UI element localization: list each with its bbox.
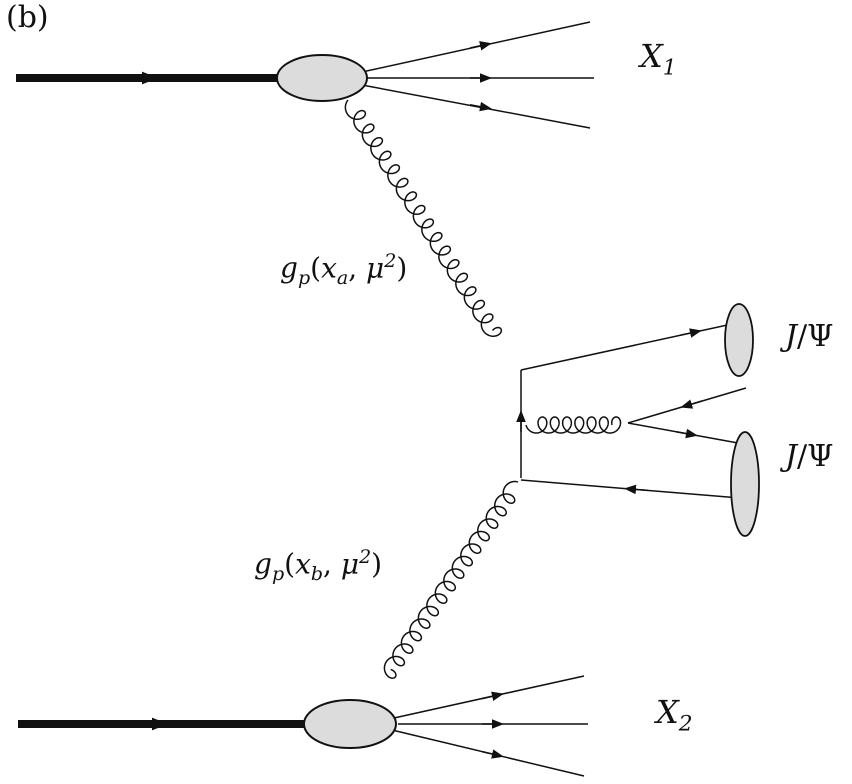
gluon-a-mu: μ bbox=[366, 251, 385, 285]
gluon-b-x-sub: b bbox=[310, 563, 324, 586]
jpsi-bottom-slash: / bbox=[797, 439, 808, 474]
quark-lines bbox=[516, 323, 747, 499]
jpsi-top-j: J bbox=[785, 319, 798, 354]
figure-tag: (b) bbox=[6, 3, 49, 33]
gluon-b-x: x bbox=[295, 547, 311, 581]
gluon-xb bbox=[383, 480, 519, 679]
gluon-b-mu: μ bbox=[340, 547, 360, 581]
gluon-a-open: ( bbox=[310, 251, 322, 285]
jpsi-bottom-psi: Ψ bbox=[807, 439, 834, 474]
proton-blob-bottom bbox=[303, 699, 397, 749]
jpsi-top-psi: Ψ bbox=[807, 319, 834, 354]
jpsi-top-slash: / bbox=[797, 319, 808, 354]
label-jpsi-bottom: J/Ψ bbox=[785, 442, 833, 472]
label-jpsi-top: J/Ψ bbox=[785, 322, 833, 352]
x2-subscript: 2 bbox=[678, 711, 693, 737]
gluon-a-mu-sup: 2 bbox=[384, 250, 397, 272]
jpsi-blob-top bbox=[724, 303, 754, 377]
gluon-a-comma: , bbox=[348, 251, 367, 285]
gluon-a-x-sub: a bbox=[336, 267, 349, 290]
x1-fragment-lines bbox=[361, 21, 594, 129]
gluon-b-open: ( bbox=[284, 547, 296, 581]
gluon-b-mu-sup: 2 bbox=[359, 546, 372, 568]
label-gluon-xb: gp(xb, μ2) bbox=[254, 546, 383, 586]
gluon-b-close: ) bbox=[371, 547, 383, 581]
proton-blob-top bbox=[276, 54, 368, 102]
x2-symbol: X bbox=[656, 693, 679, 731]
gluon-xa bbox=[344, 99, 503, 337]
gluon-exchange bbox=[525, 416, 622, 434]
gluon-a-g: g bbox=[280, 251, 298, 285]
gluon-b-g: g bbox=[254, 547, 272, 581]
gluon-a-close: ) bbox=[396, 251, 408, 285]
gluon-a-x: x bbox=[321, 251, 337, 285]
x1-subscript: 1 bbox=[662, 55, 677, 81]
jpsi-blob-bottom bbox=[730, 431, 760, 537]
x1-symbol: X bbox=[640, 37, 663, 75]
label-x2: X2 bbox=[656, 696, 693, 735]
x2-fragment-lines bbox=[391, 675, 588, 777]
gluon-b-g-sub: p bbox=[271, 563, 285, 586]
gluon-a-g-sub: p bbox=[297, 267, 311, 290]
jpsi-bottom-j: J bbox=[785, 439, 798, 474]
figure-tag-text: (b) bbox=[6, 0, 49, 35]
gluon-b-comma: , bbox=[323, 547, 341, 581]
label-x1: X1 bbox=[640, 40, 677, 79]
label-gluon-xa: gp(xa, μ2) bbox=[280, 250, 408, 290]
